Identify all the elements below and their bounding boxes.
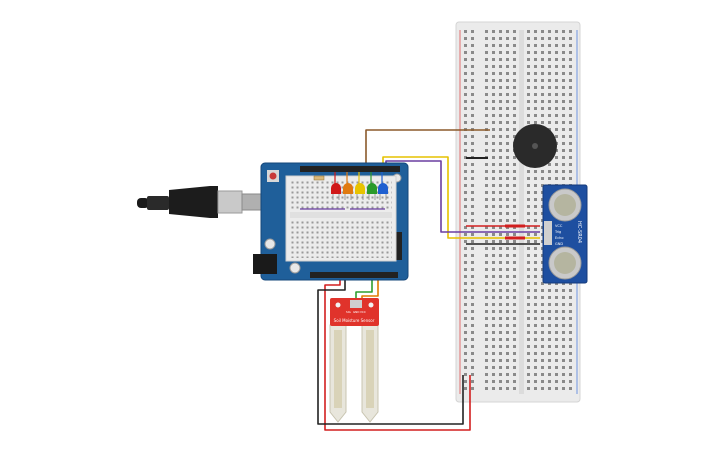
arduino-uno[interactable] — [253, 162, 409, 281]
led-green-icon — [367, 183, 377, 194]
led-red-icon — [331, 183, 341, 194]
soil-pin-sig: SIG — [346, 310, 351, 314]
led-yellow[interactable] — [355, 183, 365, 200]
ultrasonic-label: HC-SR04 — [576, 221, 582, 243]
piezo-buzzer-icon — [513, 124, 557, 168]
led-red[interactable] — [331, 183, 341, 200]
ultrasonic-pin-trig: Trig — [554, 230, 561, 234]
wire-black-soil[interactable] — [317, 270, 464, 425]
piezo-buzzer[interactable] — [513, 124, 557, 168]
wire-yellow[interactable] — [382, 156, 540, 239]
soil-sensor-label: Soil Moisture Sensor — [334, 318, 375, 323]
led-green[interactable] — [367, 183, 377, 200]
arduino-uno-icon — [253, 162, 409, 281]
led-blue-icon — [378, 183, 388, 194]
led-yellow-icon — [355, 183, 365, 194]
wire-green-soil[interactable] — [355, 270, 373, 302]
led-orange-icon — [343, 183, 353, 194]
usb-cable[interactable] — [137, 186, 263, 218]
breadboard-left-strip — [484, 30, 519, 394]
soil-pin-gnd: GND — [353, 310, 359, 314]
ultrasonic-pin-echo: Echo — [555, 236, 564, 240]
led-group — [331, 183, 388, 200]
ultrasonic-sensor-icon — [542, 184, 588, 284]
soil-moisture-sensor-icon — [329, 298, 379, 423]
led-blue[interactable] — [378, 183, 388, 200]
breadboard-left-rail — [462, 30, 476, 394]
led-orange[interactable] — [343, 183, 353, 200]
soil-pin-vcc: VCC — [360, 310, 366, 314]
soil-moisture-sensor[interactable]: Soil Moisture Sensor SIG GND VCC — [329, 298, 379, 423]
ultrasonic-pin-vcc: VCC — [555, 224, 563, 228]
ultrasonic-pin-gnd: GND — [555, 242, 563, 246]
usb-cable-icon — [137, 186, 263, 218]
wire-red-soil[interactable] — [324, 270, 471, 431]
ultrasonic-sensor[interactable]: HC-SR04 VCC Trig Echo GND — [542, 184, 588, 284]
wire-brown[interactable] — [365, 129, 490, 170]
wires — [317, 129, 540, 431]
